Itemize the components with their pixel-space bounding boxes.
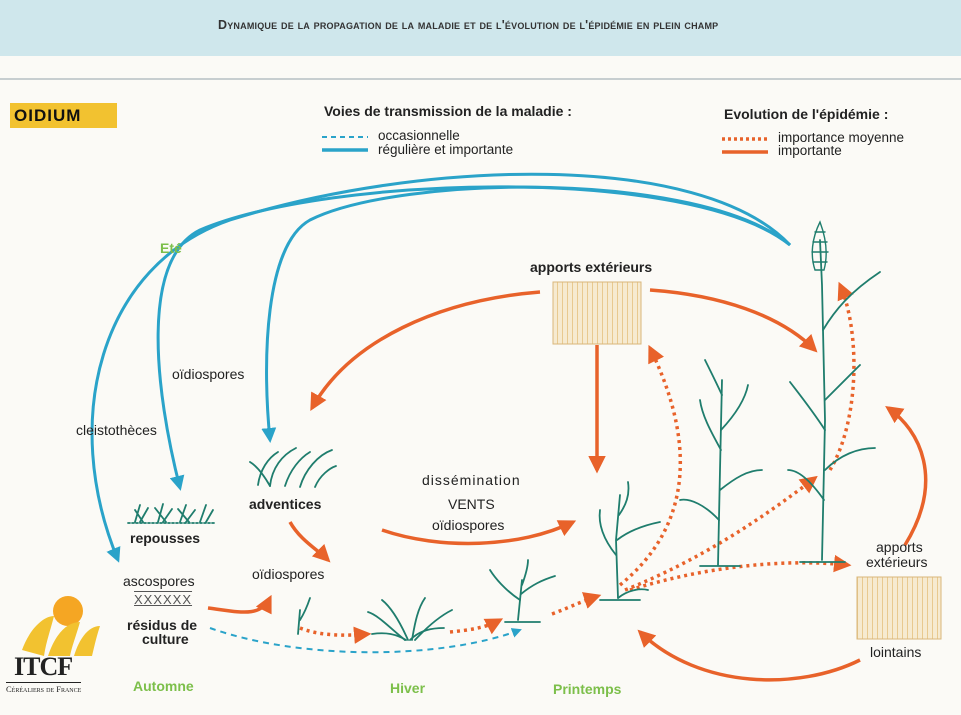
dotted-up-ear xyxy=(828,281,856,471)
dashed-residues-to-seedling xyxy=(209,627,522,654)
label-cleistotheces: cleistothèces xyxy=(76,422,157,438)
arrow-residues-to-sprout xyxy=(207,594,272,615)
transmission-arrows xyxy=(90,172,792,654)
arrow-wind xyxy=(381,520,577,546)
season-winter: Hiver xyxy=(390,680,426,696)
growing-wheat xyxy=(679,359,763,567)
wheat-ear xyxy=(811,220,829,271)
repousses-plants xyxy=(127,503,216,524)
disease-badge: OIDIUM xyxy=(10,103,117,128)
label-far-inputs-line3: lointains xyxy=(870,644,922,660)
label-external-inputs: apports extérieurs xyxy=(530,259,653,275)
plants xyxy=(127,220,881,641)
dotted-winter-to-spring xyxy=(449,618,504,635)
label-oidiospores-wind: oïdiospores xyxy=(432,517,505,533)
young-wheat xyxy=(598,481,661,601)
label-oidiospores-mid: oïdiospores xyxy=(252,566,325,582)
dotted-sprout-to-winter xyxy=(299,626,372,644)
legend-medium-label: importance moyenne xyxy=(778,130,905,145)
legend-occasional-label: occasionnelle xyxy=(378,128,460,143)
arc-to-repousses xyxy=(156,185,791,491)
season-spring: Printemps xyxy=(553,681,622,697)
dotted-to-mature xyxy=(624,475,818,592)
arrow-external-to-adventices xyxy=(310,290,541,412)
mature-wheat xyxy=(787,239,881,563)
winter-tuft xyxy=(367,597,453,641)
legend-transmission-title: Voies de transmission de la maladie : xyxy=(324,103,572,119)
itcf-logo-icon xyxy=(22,596,100,656)
label-residus-line2: culture xyxy=(142,631,189,647)
label-dissemination: dissémination xyxy=(422,472,521,488)
arrow-far-to-spring xyxy=(637,629,861,682)
legend-epidemic-title: Evolution de l'épidémie : xyxy=(724,106,889,122)
label-vents: VENTS xyxy=(448,496,495,512)
season-summer: Eté xyxy=(160,240,182,256)
season-autumn: Automne xyxy=(133,678,194,694)
label-residus-line1: résidus de xyxy=(127,617,198,633)
label-far-inputs-line2: extérieurs xyxy=(866,554,928,570)
label-ascospores: ascospores xyxy=(123,573,195,589)
legend-regular-label: régulière et importante xyxy=(378,142,514,157)
external-field-top xyxy=(552,281,642,345)
adventices-plants xyxy=(249,447,337,488)
title-banner: Dynamique de la propagation de la maladi… xyxy=(0,0,961,56)
label-far-inputs-line1: apports xyxy=(876,539,923,555)
header-divider xyxy=(0,78,961,80)
arrow-external-to-wheat xyxy=(649,288,818,353)
diagram-title: Dynamique de la propagation de la maladi… xyxy=(218,18,719,32)
autumn-sprout xyxy=(297,597,311,635)
dotted-spring-to-young xyxy=(551,592,602,616)
dotted-up-to-field xyxy=(618,344,683,587)
logo-name: ITCF xyxy=(14,652,73,681)
early-spring-plant xyxy=(489,559,556,623)
label-xxxxxx: XXXXXX xyxy=(134,592,193,607)
label-oidiospores-top: oïdiospores xyxy=(172,366,245,382)
epidemic-arrows xyxy=(207,288,928,682)
logo-subtitle: Céréaliers de France xyxy=(6,682,82,694)
legend-important-label: importante xyxy=(778,143,842,158)
label-adventices: adventices xyxy=(249,496,322,512)
arrow-far-up xyxy=(885,406,928,546)
arrow-adventices-down xyxy=(288,521,331,563)
external-field-far xyxy=(856,576,942,640)
arc-to-adventices xyxy=(261,185,791,443)
label-repousses: repousses xyxy=(130,530,201,546)
